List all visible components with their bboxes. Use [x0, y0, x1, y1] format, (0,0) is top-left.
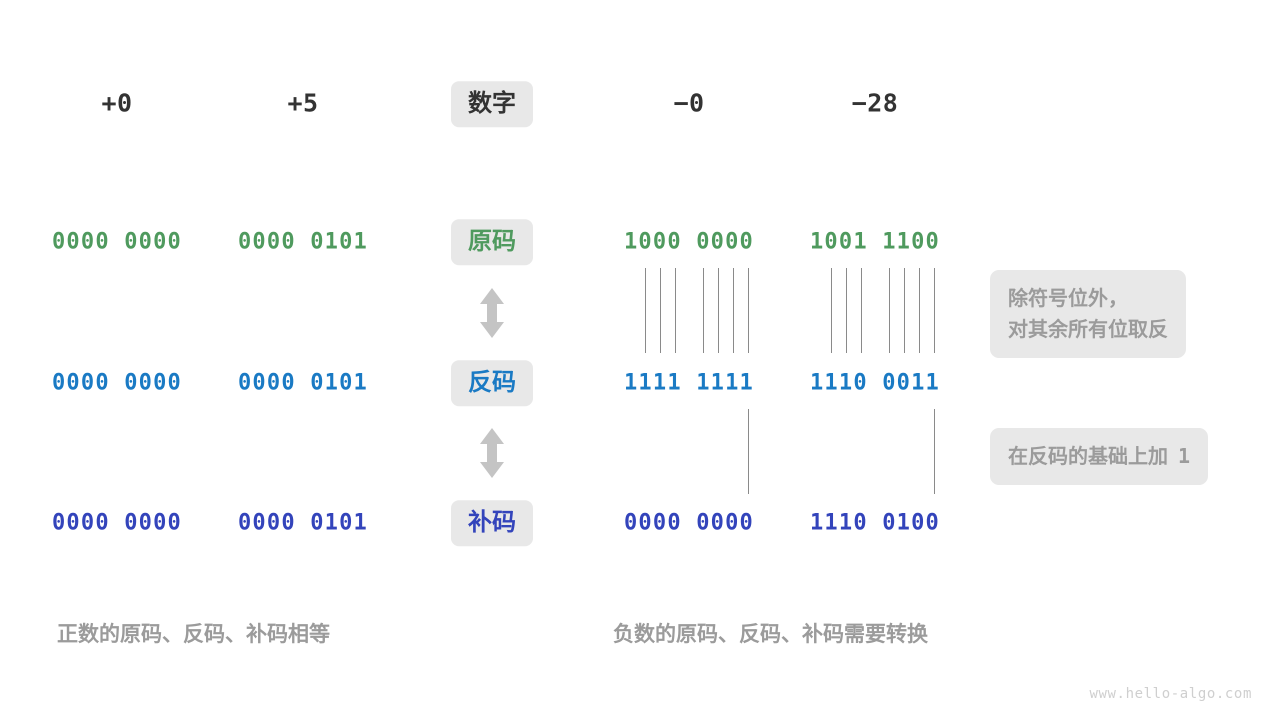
- cell-twos-complement-minus-zero: 0000 0000: [623, 510, 755, 536]
- header-number-minus-twentyeight: −28: [851, 88, 899, 118]
- bit-connector-line: [660, 268, 661, 353]
- cell-ones-complement-minus-twentyeight: 1110 0011: [809, 370, 941, 396]
- note-invert-bits: 除符号位外， 对其余所有位取反: [990, 270, 1186, 358]
- header-number-plus-zero: +0: [101, 88, 133, 118]
- header-number-plus-five: +5: [287, 88, 319, 118]
- cell-sign-magnitude-plus-zero: 0000 0000: [51, 229, 183, 255]
- bit-connector-line: [831, 268, 832, 353]
- carry-connector-line: [748, 409, 749, 494]
- caption-positive-numbers: 正数的原码、反码、补码相等: [57, 622, 330, 646]
- row-label-sign-magnitude: 原码: [451, 219, 533, 265]
- cell-sign-magnitude-plus-five: 0000 0101: [237, 229, 369, 255]
- bit-connector-line: [733, 268, 734, 353]
- note-add-one-number: 1: [1178, 444, 1191, 468]
- cell-ones-complement-minus-zero: 1111 1111: [623, 370, 755, 396]
- cell-sign-magnitude-minus-zero: 1000 0000: [623, 229, 755, 255]
- bit-connector-line: [934, 268, 935, 353]
- carry-connector-line: [934, 409, 935, 494]
- cell-twos-complement-minus-twentyeight: 1110 0100: [809, 510, 941, 536]
- row-label-twos-complement: 补码: [451, 500, 533, 546]
- bit-connector-line: [645, 268, 646, 353]
- cell-ones-complement-plus-zero: 0000 0000: [51, 370, 183, 396]
- site-watermark: www.hello-algo.com: [1089, 686, 1252, 702]
- header-number-minus-zero: −0: [673, 88, 705, 118]
- cell-twos-complement-plus-zero: 0000 0000: [51, 510, 183, 536]
- bit-connector-line: [861, 268, 862, 353]
- cell-twos-complement-plus-five: 0000 0101: [237, 510, 369, 536]
- up-down-arrow-icon-ones-to-twos: [477, 427, 507, 479]
- bit-connector-line: [703, 268, 704, 353]
- up-down-arrow-icon-sign-to-ones: [477, 287, 507, 339]
- note-invert-bits-line1: 除符号位外，: [1008, 286, 1128, 310]
- bit-connector-line: [675, 268, 676, 353]
- bit-connector-line: [904, 268, 905, 353]
- cell-ones-complement-plus-five: 0000 0101: [237, 370, 369, 396]
- caption-negative-numbers: 负数的原码、反码、补码需要转换: [613, 622, 928, 646]
- note-add-one: 在反码的基础上加 1: [990, 428, 1209, 485]
- note-invert-bits-line2: 对其余所有位取反: [1008, 317, 1168, 341]
- bit-connector-line: [889, 268, 890, 353]
- header-row-label-badge: 数字: [451, 81, 533, 127]
- bit-connector-line: [919, 268, 920, 353]
- bit-connector-line: [748, 268, 749, 353]
- cell-sign-magnitude-minus-twentyeight: 1001 1100: [809, 229, 941, 255]
- bit-connector-line: [846, 268, 847, 353]
- note-add-one-text: 在反码的基础上加: [1008, 444, 1168, 468]
- bit-connector-line: [718, 268, 719, 353]
- row-label-ones-complement: 反码: [451, 360, 533, 406]
